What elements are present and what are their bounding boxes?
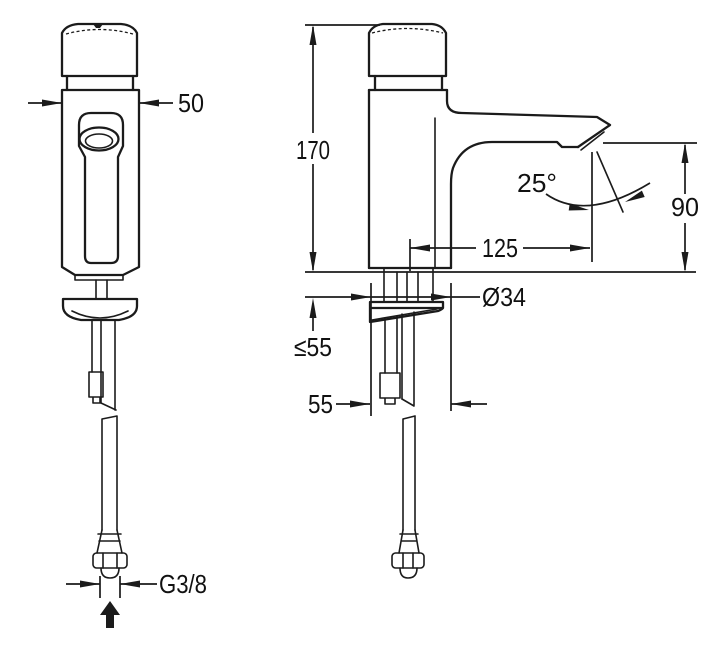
dim-max-deck-thickness-label: ≤55 [294, 332, 332, 362]
dim-55-arrow-left [350, 400, 370, 408]
side-inlet-tip [399, 567, 418, 579]
dim-g38-ext-lines [99, 576, 121, 598]
dim-d34-arrow-left [351, 293, 371, 301]
dim-90-arrow-top [681, 143, 689, 163]
front-pipe-lower [101, 415, 118, 531]
side-cap-knurl [371, 27, 444, 34]
dim-base-diameter-label: Ø34 [482, 282, 526, 312]
front-flange-outline [61, 297, 139, 322]
dim-inlet-thread-label: G3/8 [159, 569, 207, 599]
dim-125-arrow-right [570, 244, 590, 252]
dim-spout-reach-label: 125 [482, 233, 518, 263]
dim-d34-arrow-right [431, 293, 451, 301]
dim-g38-arrow-left [80, 580, 100, 588]
dim-55-arrow-right [451, 400, 471, 408]
dim-50-arrow-right [139, 99, 159, 107]
front-view [60, 22, 141, 579]
dim-170-arrow-top [309, 25, 317, 45]
dim-50-arrow-left [42, 99, 62, 107]
side-pipe-break-cut [401, 398, 415, 407]
front-inlet-nut-facets [102, 552, 118, 569]
side-flange-outline [368, 300, 445, 324]
front-inlet-tip [100, 567, 120, 579]
front-body-outline [60, 88, 141, 277]
side-cap-outline [367, 22, 448, 78]
dim-90-arrow-bottom [681, 252, 689, 272]
spray-angle-line [596, 151, 624, 213]
side-spout-top-outline [445, 88, 612, 149]
side-spout-underside [449, 140, 580, 270]
front-outlet-inner-ellipse [84, 133, 114, 149]
side-inlet-nut [391, 552, 425, 569]
front-pipe-collar [96, 529, 123, 554]
side-spout-outlet-inner [580, 131, 605, 151]
front-shank-lines [95, 279, 108, 300]
front-recess-outline [77, 111, 125, 265]
dim-55-ext-lines [370, 283, 452, 416]
side-inlet-nut-facets [402, 552, 414, 569]
dim-spout-angle-label: 25° [517, 168, 557, 198]
front-view-dimensions: 50 G3/8 [28, 88, 207, 628]
dim-170-arrow-bottom [309, 252, 317, 272]
front-inlet-nut [92, 552, 128, 569]
flow-direction-arrow-icon [100, 601, 120, 628]
front-cap-outline [60, 22, 139, 78]
dim-25deg-arc [545, 182, 651, 207]
front-pipe-break-cut [100, 402, 117, 411]
side-view-dimensions: 170 ≤55 Ø34 55 125 90 25° [294, 24, 699, 419]
front-neck-outline [65, 74, 135, 92]
front-valve-block [88, 371, 104, 404]
dim-body-width-label: 50 [178, 88, 204, 118]
front-body-bottom [74, 274, 124, 281]
side-shank-lines [383, 268, 434, 303]
dim-le55-arrow-up [309, 298, 317, 318]
front-outlet-outer-ellipse [78, 126, 120, 152]
dim-25deg-arrow-left [568, 203, 589, 211]
dim-g38-arrow-right [120, 580, 140, 588]
dim-base-depth-label: 55 [308, 389, 333, 419]
side-pipe-lower [402, 415, 416, 531]
front-cap-top-mark [93, 24, 103, 28]
front-cap-knurl [65, 28, 134, 35]
side-pipe-collar [398, 529, 420, 554]
dim-125-arrow-left [410, 244, 430, 252]
dim-25deg-arrow-right [625, 190, 645, 202]
front-flange-rim [71, 310, 129, 319]
dim-total-height-label: 170 [296, 135, 330, 165]
side-view [305, 22, 696, 579]
side-valve-block [379, 372, 401, 405]
side-flange-inner-slant [371, 308, 438, 321]
dim-outlet-height-label: 90 [671, 192, 699, 222]
front-pipe-upper [91, 319, 116, 411]
side-pipe-upper [384, 311, 415, 406]
side-neck-outline [373, 74, 444, 92]
